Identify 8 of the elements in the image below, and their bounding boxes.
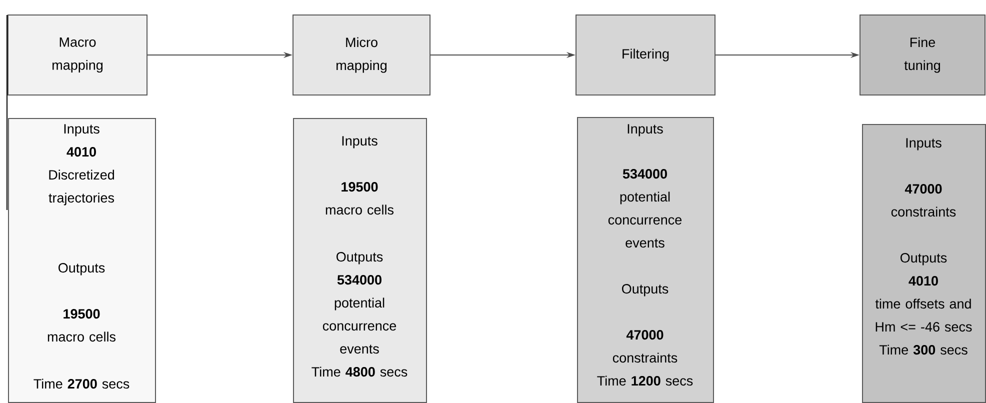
process-box: Filtering [576,14,716,96]
process-box: Macro mapping [8,14,148,96]
info-box: Inputs 4010 Discretized trajectories Outputs 19500 macro cells Time 2700 secs [8,118,156,403]
info-box: Inputs 19500 macro cells Outputs 534000 potential concurrence events Time 4800 secs [293,118,427,403]
process-box: Fine tuning [860,14,986,96]
info-box: Inputs 47000 constraints Outputs 4010 time offsets and Hm <= -46 secs Time 300 secs [862,124,986,403]
info-box: Inputs 534000 potential concurrence events Outputs 47000 constraints Time 1200 secs [577,117,714,403]
process-box: Micro mapping [292,14,430,96]
